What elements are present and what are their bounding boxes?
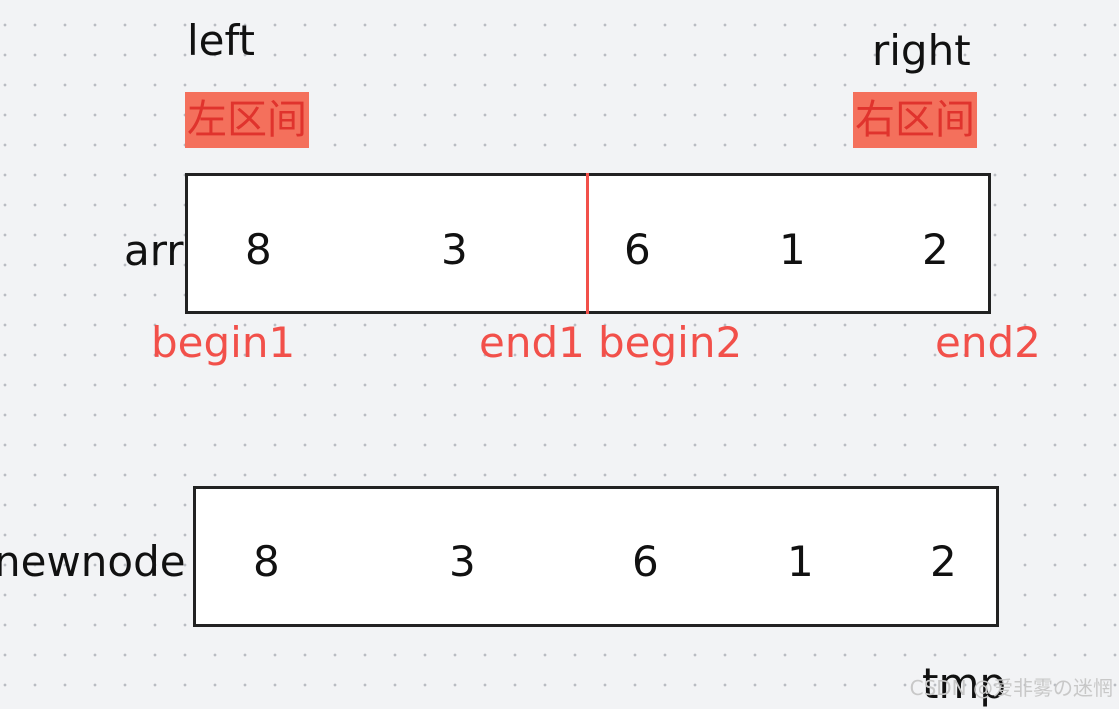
newnode-cell: 3 [449,537,476,586]
newnode-cell: 1 [787,537,814,586]
arr-cell: 8 [245,225,272,274]
arr-cell: 2 [922,225,949,274]
right-interval-tag: 右区间 [853,92,977,148]
arr-cell: 6 [624,225,651,274]
begin2-label: begin2 [598,318,743,367]
right-label: right [872,26,971,75]
newnode-label: newnode [0,537,186,586]
arr-cell: 3 [441,225,468,274]
left-label: left [187,16,256,65]
tmp-label: tmp [922,659,1007,708]
end2-label: end2 [935,318,1041,367]
arr-label: arr [124,226,184,275]
watermark: CSDN @爱非雾の迷惘 [909,676,1113,700]
end1-label: end1 [479,318,585,367]
newnode-box [193,486,999,627]
left-interval-tag: 左区间 [185,92,309,148]
newnode-cell: 8 [253,537,280,586]
begin1-label: begin1 [151,318,296,367]
newnode-cell: 6 [632,537,659,586]
midpoint-divider [586,173,589,314]
arr-cell: 1 [779,225,806,274]
newnode-cell: 2 [930,537,957,586]
